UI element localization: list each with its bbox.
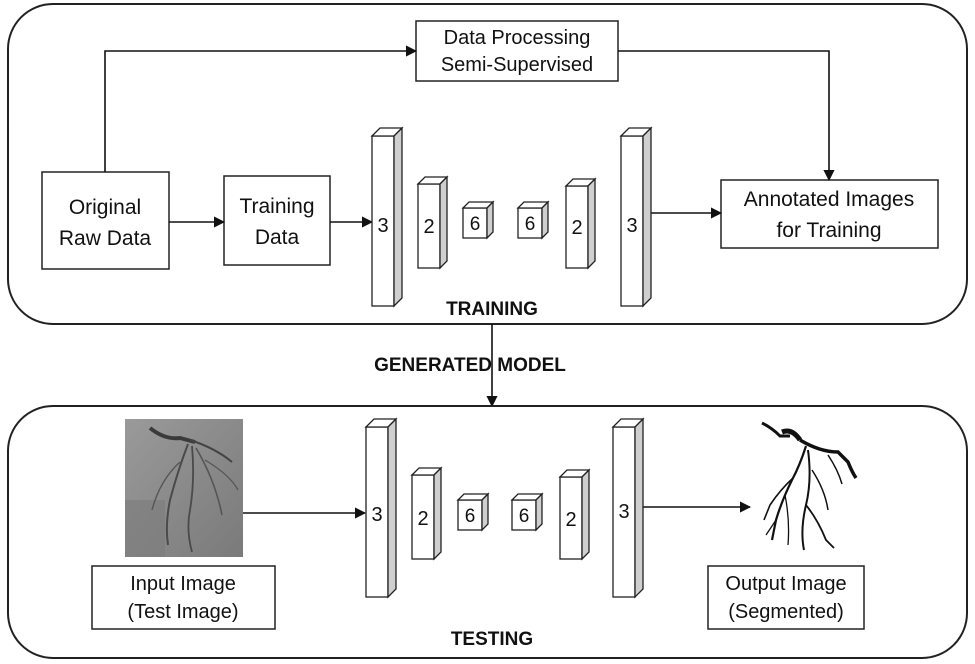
training-layer-3-label: 6 — [470, 214, 481, 235]
annotated-images-line1: Annotated Images — [744, 188, 914, 211]
original-raw-data-box: Original Raw Data — [41, 171, 170, 270]
output-segmented-image — [735, 417, 860, 555]
original-raw-data-line1: Original — [69, 196, 141, 219]
data-processing-line2: Semi-Supervised — [441, 54, 593, 76]
testing-layer-1-label: 3 — [371, 504, 382, 526]
testing-layer-2: 2 — [410, 466, 443, 561]
training-layer-4: 6 — [516, 200, 550, 240]
training-layer-1-label: 3 — [377, 215, 388, 237]
testing-layer-1: 3 — [364, 417, 398, 599]
training-layer-1: 3 — [370, 126, 404, 308]
training-layer-2-label: 2 — [423, 216, 434, 238]
testing-layer-5-label: 2 — [565, 509, 576, 531]
output-image-box: Output Image (Segmented) — [707, 565, 865, 630]
training-layer-5-label: 2 — [571, 217, 582, 239]
output-image-line1: Output Image — [725, 573, 846, 595]
testing-layer-6-label: 3 — [618, 501, 629, 523]
arrow-raw-to-processing — [104, 45, 418, 172]
input-image-box: Input Image (Test Image) — [91, 565, 276, 630]
training-layer-3: 6 — [461, 200, 495, 240]
testing-layer-3: 6 — [456, 492, 490, 532]
training-data-line1: Training — [239, 195, 314, 218]
generated-model-label: GENERATED MODEL — [374, 355, 566, 376]
testing-title: TESTING — [451, 629, 533, 650]
training-layer-4-label: 6 — [525, 214, 536, 235]
input-image-line1: Input Image — [130, 573, 236, 595]
original-raw-data-line2: Raw Data — [59, 227, 152, 250]
training-title: TRAINING — [446, 299, 538, 320]
training-layer-6: 3 — [619, 126, 653, 308]
data-processing-line1: Data Processing — [444, 27, 591, 49]
data-processing-box: Data Processing Semi-Supervised — [415, 20, 619, 82]
training-layer-5: 2 — [564, 177, 597, 270]
testing-layer-4-label: 6 — [519, 506, 530, 527]
output-image-line2: (Segmented) — [728, 601, 844, 623]
training-layer-2: 2 — [416, 175, 449, 270]
training-layer-6-label: 3 — [626, 215, 637, 237]
arrow-processing-to-annotated — [618, 50, 835, 182]
annotated-images-box: Annotated Images for Training — [720, 179, 939, 249]
testing-layer-2-label: 2 — [417, 508, 428, 530]
training-data-line2: Data — [255, 226, 300, 249]
input-angiogram-image — [125, 419, 243, 557]
testing-layer-4: 6 — [510, 492, 544, 532]
testing-layer-3-label: 6 — [465, 506, 476, 527]
annotated-images-line2: for Training — [776, 219, 881, 242]
testing-layer-6: 3 — [611, 417, 645, 599]
input-image-line2: (Test Image) — [127, 601, 238, 623]
training-data-box: Training Data — [223, 175, 331, 266]
testing-layer-5: 2 — [558, 468, 591, 561]
